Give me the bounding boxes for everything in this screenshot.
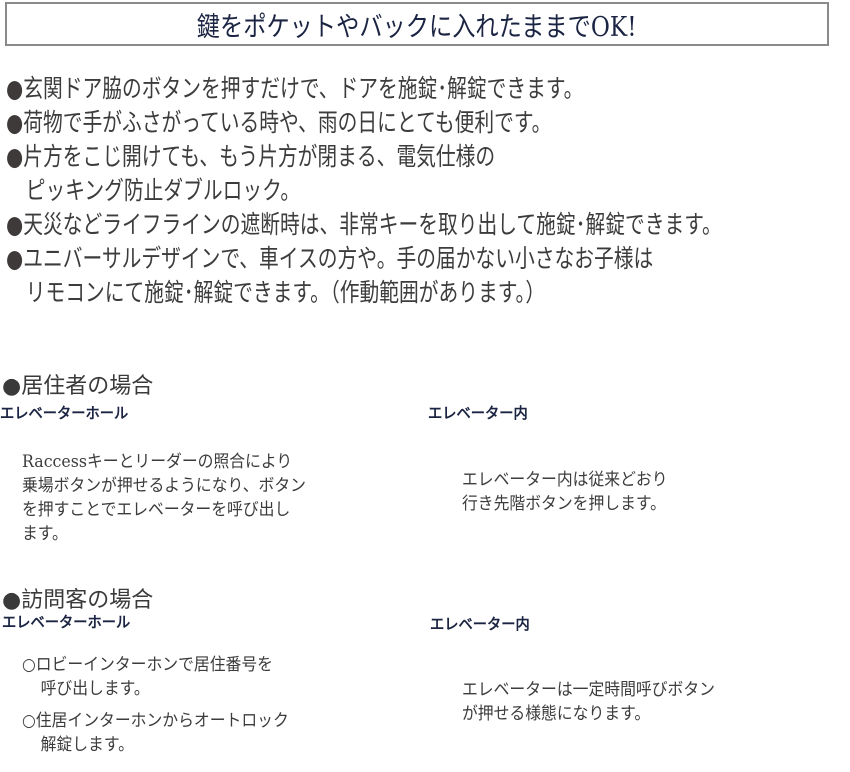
visitor-step: ○住居インターホンからオートロック: [22, 711, 289, 731]
feature-item: ●玄関ドア脇のボタンを押すだけで、ドアを施錠･解錠できます。: [6, 74, 584, 103]
bullet-icon: ●: [6, 210, 24, 239]
bullet-icon: ●: [6, 244, 24, 273]
resident-inside-text: エレベーター内は従来どおり 行き先階ボタンを押します。: [462, 470, 668, 514]
circle-icon: ○: [22, 655, 36, 675]
feature-item-continued: ピッキング防止ダブルロック。: [25, 176, 301, 205]
visitor-step: ○ロビーインターホンで居住番号を: [22, 655, 273, 675]
feature-item: ●片方をこじ開けても、もう片方が閉まる、電気仕様の: [6, 142, 496, 171]
feature-item: ●天災などライフラインの遮断時は、非常キーを取り出して施錠･解錠できます。: [6, 210, 722, 239]
feature-item: ●荷物で手がふさがっている時や、雨の日にとても便利です。: [6, 108, 552, 137]
page-title: 鍵をポケットやバックに入れたままでOK!: [197, 11, 637, 43]
resident-heading: ●居住者の場合: [2, 374, 154, 399]
resident-hall-text: Raccessキーとリーダーの照合により 乗場ボタンが押せるようになり、ボタン …: [22, 452, 306, 544]
visitor-hall-label: エレベーターホール: [2, 613, 131, 631]
visitor-inside-label: エレベーター内: [430, 615, 530, 633]
visitor-hall-text: ○ロビーインターホンで居住番号を 呼び出します。 ○住居インターホンからオートロ…: [22, 655, 289, 755]
resident-inside-label: エレベーター内: [428, 404, 528, 422]
bullet-icon: ●: [6, 74, 24, 103]
bullet-icon: ●: [6, 108, 24, 137]
resident-hall-label: エレベーターホール: [0, 404, 129, 422]
feature-item-continued: リモコンにて施錠･解錠できます。（作動範囲があります。）: [25, 278, 546, 307]
bullet-icon: ●: [6, 142, 24, 171]
visitor-inside-text: エレベーターは一定時間呼びボタン が押せる様態になります。: [462, 680, 715, 724]
title-banner: 鍵をポケットやバックに入れたままでOK!: [5, 2, 829, 46]
visitor-heading: ●訪問客の場合: [2, 588, 154, 613]
circle-icon: ○: [22, 711, 36, 731]
feature-item: ●ユニバーサルデザインで、車イスの方や。手の届かない小さなお子様は: [6, 244, 654, 273]
feature-list: ●玄関ドア脇のボタンを押すだけで、ドアを施錠･解錠できます。 ●荷物で手がふさが…: [6, 72, 850, 310]
